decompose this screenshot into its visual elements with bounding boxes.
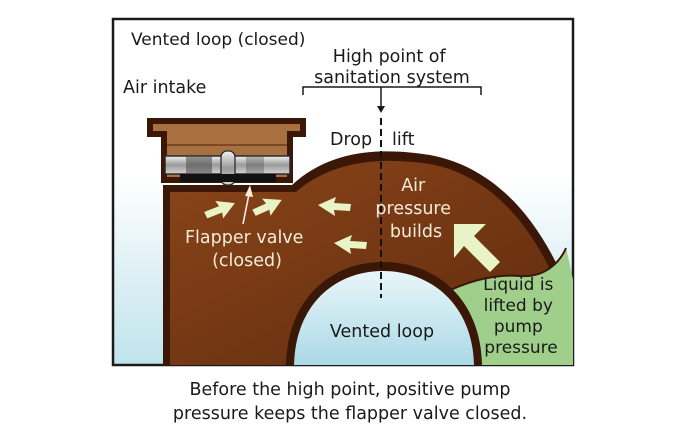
- high-point-bracket: [302, 86, 482, 95]
- arrow-icon: [334, 235, 367, 254]
- flapper-pointer-line: [242, 193, 250, 225]
- arrow-icon: [204, 201, 235, 219]
- diagram-title: Vented loop (closed): [131, 30, 305, 50]
- high-point-arrowhead: [377, 106, 385, 113]
- arrow-icon: [318, 197, 351, 216]
- arrow-icon: [252, 198, 282, 216]
- liquid-label: Liquid is lifted by pump pressure: [483, 275, 559, 358]
- drop-label: Drop: [330, 130, 372, 150]
- caption-line-2: pressure keeps the flapper valve closed.: [172, 404, 528, 424]
- vented-loop-hole: [294, 271, 474, 365]
- airflow-arrows: [204, 197, 500, 272]
- caption-line-1: Before the high point, positive pump: [189, 380, 511, 400]
- liquid-surface: [441, 247, 567, 295]
- vented-loop-label: Vented loop: [330, 322, 434, 342]
- flapper-valve-label: Flapper valve (closed): [185, 228, 309, 271]
- diagram-caption: Before the high point, positive pump pre…: [0, 378, 700, 426]
- air-intake-label: Air intake: [123, 78, 206, 98]
- high-point-label: High point of sanitation system: [314, 47, 470, 88]
- air-pressure-label: Air pressure builds: [375, 176, 456, 242]
- flapper-valve-seal: [180, 174, 276, 182]
- arrow-icon: [454, 224, 500, 272]
- flapper-pointer-arrowhead: [245, 185, 253, 197]
- lift-label: lift: [392, 130, 415, 150]
